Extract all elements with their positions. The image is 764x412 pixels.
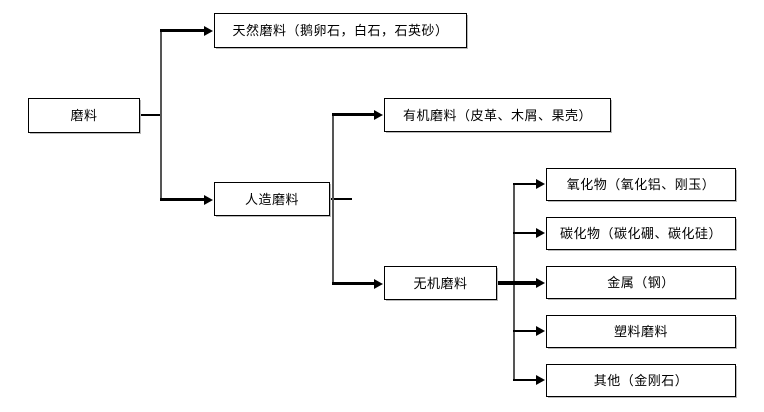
arrow-head-icon-organic xyxy=(374,110,383,120)
connector-artificial-trunk xyxy=(332,114,334,284)
connector-artificial-stub xyxy=(330,198,352,200)
arrow-head-icon-oxide xyxy=(536,179,545,189)
node-label: 金属（钢） xyxy=(607,275,675,290)
node-label: 塑料磨料 xyxy=(613,324,668,339)
arrow-head-icon-other xyxy=(536,375,545,385)
connector-inorganic-to-metal xyxy=(497,281,537,285)
node-plastic-abrasive[interactable]: 塑料磨料 xyxy=(546,315,737,349)
arrow-head-icon-inorganic xyxy=(374,279,383,289)
node-label: 磨料 xyxy=(70,108,98,123)
node-natural-abrasive[interactable]: 天然磨料（鹅卵石，白石，石英砂） xyxy=(214,13,468,49)
node-label: 人造磨料 xyxy=(244,191,299,207)
connector-artificial-to-inorganic xyxy=(332,282,375,285)
node-oxide[interactable]: 氧化物（氧化铝、刚玉） xyxy=(546,168,737,202)
connector-inorganic-to-carbide xyxy=(513,232,537,234)
node-label: 氧化物（氧化铝、刚玉） xyxy=(566,177,716,192)
arrow-head-icon-plastic xyxy=(536,326,545,336)
node-root-abrasive[interactable]: 磨料 xyxy=(28,98,141,134)
node-carbide[interactable]: 碳化物（碳化硼、碳化硅） xyxy=(546,217,737,251)
connector-artificial-to-organic xyxy=(332,113,375,116)
connector-root-to-artificial xyxy=(160,198,205,201)
connector-inorganic-to-oxide xyxy=(513,183,537,185)
connector-inorganic-to-other xyxy=(513,379,537,381)
node-label: 无机磨料 xyxy=(413,275,468,291)
connector-root-trunk xyxy=(160,30,162,200)
arrow-head-icon-artificial xyxy=(204,195,213,205)
connector-inorganic-to-plastic xyxy=(513,330,537,332)
arrow-head-icon-carbide xyxy=(536,228,545,238)
node-label: 其他（金刚石） xyxy=(593,373,689,388)
node-other[interactable]: 其他（金刚石） xyxy=(546,364,737,398)
node-label: 天然磨料（鹅卵石，白石，石英砂） xyxy=(232,23,449,38)
node-label: 有机磨料（皮革、木屑、果壳） xyxy=(402,107,592,123)
connector-root-stub xyxy=(140,114,162,116)
node-artificial-abrasive[interactable]: 人造磨料 xyxy=(214,182,331,217)
node-inorganic-abrasive[interactable]: 无机磨料 xyxy=(384,266,498,301)
node-label: 碳化物（碳化硼、碳化硅） xyxy=(559,226,722,241)
arrow-head-icon-metal xyxy=(536,278,545,288)
arrow-head-icon-natural xyxy=(204,26,213,36)
node-organic-abrasive[interactable]: 有机磨料（皮革、木屑、果壳） xyxy=(384,98,612,133)
node-metal[interactable]: 金属（钢） xyxy=(546,266,737,300)
connector-root-to-natural xyxy=(160,29,205,32)
